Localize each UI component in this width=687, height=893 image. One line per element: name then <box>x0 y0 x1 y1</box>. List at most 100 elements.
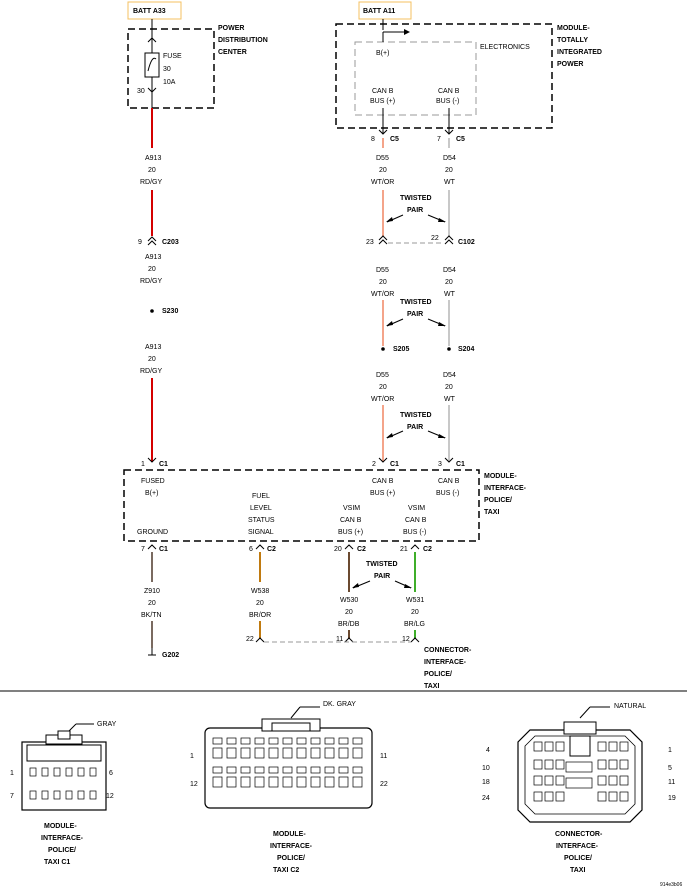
w531-color: BR/LG <box>404 621 425 628</box>
twisted-2a: TWISTED <box>400 299 432 306</box>
cavity <box>53 790 61 800</box>
d54-color-1: WT <box>444 179 456 186</box>
cavity <box>254 766 265 774</box>
batt-a11-box <box>358 1 412 20</box>
cavity <box>324 766 335 774</box>
vsim-neg-1: VSIM <box>408 505 425 512</box>
c1-view-pin12: 12 <box>106 793 114 800</box>
cavity <box>338 766 349 774</box>
conn-pin22: 22 <box>246 636 254 643</box>
c1-color: GRAY <box>97 721 117 728</box>
cavity <box>240 766 251 774</box>
c1-view-label-1: MODULE- <box>44 823 77 830</box>
cavity <box>226 766 237 774</box>
cavity <box>310 776 321 788</box>
cavity <box>352 737 363 745</box>
w530-name: W530 <box>340 597 358 604</box>
fuel-label-4: SIGNAL <box>248 529 274 536</box>
c102-pin23: 23 <box>366 239 374 246</box>
mip-label-2: INTERFACE- <box>484 485 527 492</box>
twisted-1a: TWISTED <box>400 195 432 202</box>
mip-label-3: POLICE/ <box>484 497 512 504</box>
conn-view-pin24: 24 <box>482 795 490 802</box>
mip-label-4: TAXI <box>484 509 499 516</box>
twisted-1b: PAIR <box>407 207 423 214</box>
s230-splice <box>150 309 154 313</box>
c2-view-label-3: POLICE/ <box>277 855 305 862</box>
w531-gauge: 20 <box>411 609 419 616</box>
c1-view-label-3: POLICE/ <box>48 847 76 854</box>
cavity <box>254 737 265 745</box>
cavity <box>338 776 349 788</box>
c2-pin21: 21 <box>400 546 408 553</box>
cavity <box>544 775 554 786</box>
tipm-box <box>335 23 553 129</box>
mip-canb-pos-2: BUS (+) <box>370 490 395 497</box>
cavity <box>533 775 543 786</box>
cavity <box>53 767 61 777</box>
cavity <box>296 737 307 745</box>
c1-pin3: 3 <box>438 461 442 468</box>
s204-label: S204 <box>458 346 474 353</box>
c2-view-label-2: INTERFACE- <box>270 843 313 850</box>
fused-label-1: FUSED <box>141 478 165 485</box>
d55-gauge-1: 20 <box>379 167 387 174</box>
c1-label-3: C1 <box>456 461 465 468</box>
cavity <box>240 776 251 788</box>
cavity <box>89 790 97 800</box>
cavity <box>555 775 565 786</box>
cavity <box>226 737 237 745</box>
cavity <box>619 791 629 802</box>
conn-view-pin1: 1 <box>668 747 672 754</box>
a913-gauge-1: 20 <box>148 167 156 174</box>
cavity <box>619 775 629 786</box>
cavity <box>254 776 265 788</box>
ground-label: GROUND <box>137 529 168 536</box>
cavity <box>29 767 37 777</box>
conn-label-1: CONNECTOR- <box>424 647 472 654</box>
c203-label: C203 <box>162 239 179 246</box>
tipm-bplus: B(+) <box>376 50 389 57</box>
batt-a33-box <box>127 1 182 20</box>
mip-canb-pos-1: CAN B <box>372 478 394 485</box>
conn-view-label-4: TAXI <box>570 867 585 874</box>
vsim-neg-2: CAN B <box>405 517 427 524</box>
w531-name: W531 <box>406 597 424 604</box>
d55-gauge-2: 20 <box>379 279 387 286</box>
fuse-amp: 10A <box>163 79 176 86</box>
fuel-label-2: LEVEL <box>250 505 272 512</box>
c1-view-pin7: 7 <box>10 793 14 800</box>
c2-pin20: 20 <box>334 546 342 553</box>
cavity <box>29 790 37 800</box>
cavity <box>555 741 565 752</box>
cavity <box>310 766 321 774</box>
conn-view-pin5: 5 <box>668 765 672 772</box>
conn-view-label-3: POLICE/ <box>564 855 592 862</box>
d55-name-1: D55 <box>376 155 389 162</box>
vsim-pos-1: VSIM <box>343 505 360 512</box>
cavity <box>597 741 607 752</box>
cavity <box>619 759 629 770</box>
d55-color-1: WT/OR <box>371 179 394 186</box>
d54-name-3: D54 <box>443 372 456 379</box>
twisted-3b: PAIR <box>407 424 423 431</box>
tipm-canb-neg-2: BUS (-) <box>436 98 459 105</box>
c2-label-1: C2 <box>267 546 276 553</box>
fused-label-2: B(+) <box>145 490 158 497</box>
cavity <box>619 741 629 752</box>
c102-label: C102 <box>458 239 475 246</box>
c1-pin1: 1 <box>141 461 145 468</box>
connector-view-c1: GRAY 1 6 7 12 MODULE- INTERFACE- POLICE/… <box>10 721 117 866</box>
batt-a33-label: BATT A33 <box>133 8 166 15</box>
d55-color-2: WT/OR <box>371 291 394 298</box>
conn-label-4: TAXI <box>424 683 439 690</box>
d54-color-2: WT <box>444 291 456 298</box>
cavity <box>597 791 607 802</box>
module-interface-box <box>123 469 480 542</box>
connector-view-interface: NATURAL 4 1 10 5 18 11 24 19 CONNECTOR- … <box>482 703 676 874</box>
c2-view-pin1: 1 <box>190 753 194 760</box>
cavity <box>565 777 593 789</box>
cavity <box>310 737 321 745</box>
c5-pin7: 7 <box>437 136 441 143</box>
